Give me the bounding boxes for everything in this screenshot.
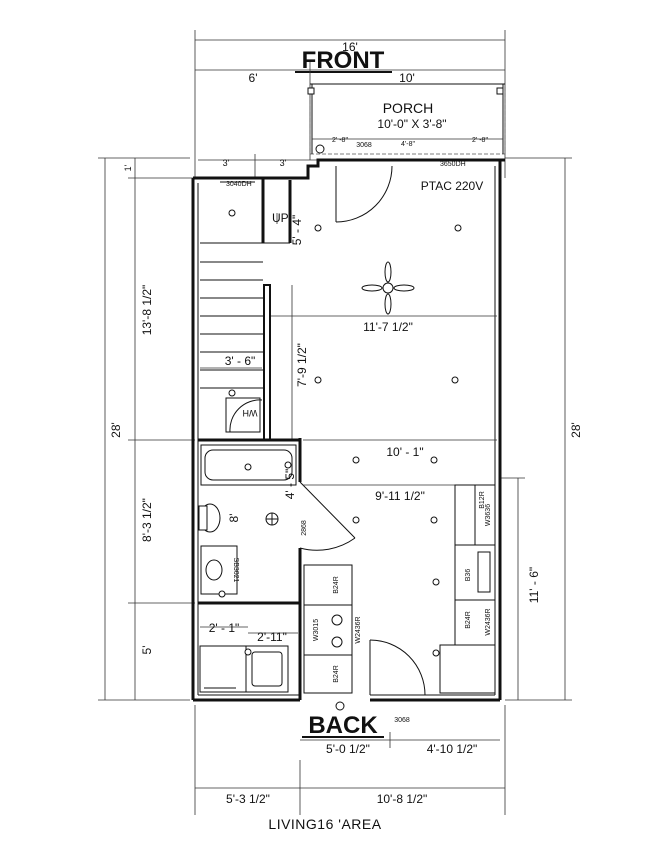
- light-icon: [244, 463, 252, 471]
- exterior-walls: 3040DH 3650DH: [191, 158, 505, 702]
- front-title: FRONT: [302, 47, 385, 74]
- bath-door-code: 2868: [301, 520, 308, 536]
- dim-left-28: 28': [109, 422, 123, 438]
- light-icon: [218, 590, 226, 598]
- porch-dim-right: 2' -8": [472, 137, 488, 144]
- cabinet-b24r-a: [454, 599, 496, 646]
- cabinet-b24r-b: [303, 564, 353, 606]
- dim-back-410: 4'-10 1/2": [427, 742, 478, 756]
- light-icon: [432, 578, 440, 586]
- dim-kitchen-width: 10' - 1": [386, 445, 423, 459]
- dim-bottom-53: 5'-3 1/2": [226, 792, 270, 806]
- dim-kitchen-inner: 9'-11 1/2": [375, 489, 425, 503]
- washer: [245, 645, 289, 693]
- dim-right-28: 28': [569, 422, 583, 438]
- vanity: [200, 545, 238, 595]
- ceiling-fan-icon: [361, 261, 415, 315]
- dim-living-depth: 7'-9 1/2": [295, 343, 309, 387]
- sb3021-label: SB3021: [232, 558, 239, 583]
- porch-size: 10'-0" X 3'-8": [377, 117, 446, 131]
- light-icon: [451, 376, 459, 384]
- light-icon: [314, 224, 322, 232]
- range: [303, 604, 353, 656]
- b12r-label: B12R: [479, 491, 486, 509]
- w2436r-a-label: W2436R: [485, 608, 492, 635]
- back-door-code: 3068: [394, 717, 410, 724]
- dim-bottom-108: 10'-8 1/2": [377, 792, 428, 806]
- dim-bath-4: 4' - 5": [283, 469, 297, 500]
- stair-treads: [200, 261, 263, 389]
- b36-label: B36: [465, 569, 472, 582]
- front-door: [335, 165, 393, 223]
- stair-wall: [263, 284, 271, 441]
- dim-left-8: 8'-3 1/2": [140, 498, 154, 542]
- dim-living-width: 11'-7 1/2": [363, 320, 413, 334]
- w3636-label: W3636: [485, 504, 492, 526]
- laundry-area: 2' - 1" 2'-11": [199, 621, 298, 693]
- dim-laundry-21: 2' - 1": [209, 621, 240, 635]
- left-dimensions: 28' 1' 13'-8 1/2" 8'-3 1/2" 5': [98, 157, 195, 701]
- dim-right-11: 11' - 6": [527, 567, 541, 603]
- light-icon: [432, 649, 440, 657]
- cabinet-b24r-c: [303, 654, 353, 694]
- b24r-b-label: B24R: [333, 576, 340, 594]
- dim-laundry-211: 2'-11": [257, 630, 287, 644]
- dim-top-total: 16': [342, 40, 358, 54]
- stair: UP 5' - 4" 3' - 6" WH: [200, 178, 304, 441]
- light-icon: [454, 224, 462, 232]
- light-icon: [314, 376, 322, 384]
- dim-left-1: 1': [123, 164, 133, 171]
- w2436r-b-label: W2436R: [355, 616, 362, 643]
- dim-stair-width: 3' - 6": [225, 354, 256, 368]
- ptac-label: PTAC 220V: [421, 179, 483, 193]
- porch-dim-left: 2' -8": [332, 137, 348, 144]
- living-room: 11'-7 1/2" 7'-9 1/2" PTAC 220V: [271, 179, 497, 440]
- light-icon: [430, 516, 438, 524]
- dim-bath-8: 8': [227, 514, 241, 523]
- cabinet-b36: [454, 544, 496, 601]
- up-label: UP: [272, 211, 289, 225]
- back-light-icon: [335, 701, 345, 711]
- porch-light-icon: [315, 144, 325, 154]
- bath-area: 8' 4' - 5" 2868 SB3021: [198, 438, 356, 700]
- porch: PORCH 10'-0" X 3'-8" 2' -8" 4'-8" 2' -8"…: [307, 83, 506, 155]
- front-door-code: 3068: [356, 142, 372, 149]
- window-3040-code: 3040DH: [226, 181, 252, 188]
- wh-label: WH: [243, 408, 258, 418]
- back-title: BACK: [308, 712, 378, 739]
- window-3650-code: 3650DH: [440, 161, 466, 168]
- dim-top-right: 10': [399, 71, 415, 85]
- dim-seg-3b: 3': [280, 158, 287, 168]
- dim-back-50: 5'-0 1/2": [326, 742, 370, 756]
- porch-label: PORCH: [383, 100, 434, 116]
- back-door: 3068: [335, 639, 426, 724]
- top-dimensions: 16' 6' 10' 3' 3': [194, 30, 506, 178]
- light-icon: [228, 389, 236, 397]
- right-dimensions: 28' 11' - 6": [500, 157, 583, 701]
- w3015-label: W3015: [313, 619, 320, 641]
- ceiling-lights: [218, 209, 462, 657]
- light-icon: [430, 456, 438, 464]
- bathtub: [200, 444, 297, 486]
- dim-stair-54: 5' - 4": [290, 215, 304, 246]
- b24r-a-label: B24R: [465, 611, 472, 629]
- light-icon: [352, 516, 360, 524]
- b24r-c-label: B24R: [333, 665, 340, 683]
- light-icon: [244, 648, 252, 656]
- bottom-dimensions: 5'-0 1/2" 4'-10 1/2" 5'-3 1/2" 10'-8 1/2…: [194, 705, 506, 815]
- dim-top-left: 6': [249, 71, 258, 85]
- porch-dim-mid: 4'-8": [401, 141, 415, 148]
- dim-left-5: 5': [140, 646, 154, 655]
- light-icon: [352, 456, 360, 464]
- dim-left-13: 13'-8 1/2": [140, 285, 154, 336]
- dim-seg-3a: 3': [223, 158, 230, 168]
- kitchen: 10' - 1" 9'-11 1/2" B12R W3636 B36 B24R …: [303, 439, 497, 694]
- footer-label: LIVING16 'AREA: [268, 816, 382, 832]
- light-icon: [228, 209, 236, 217]
